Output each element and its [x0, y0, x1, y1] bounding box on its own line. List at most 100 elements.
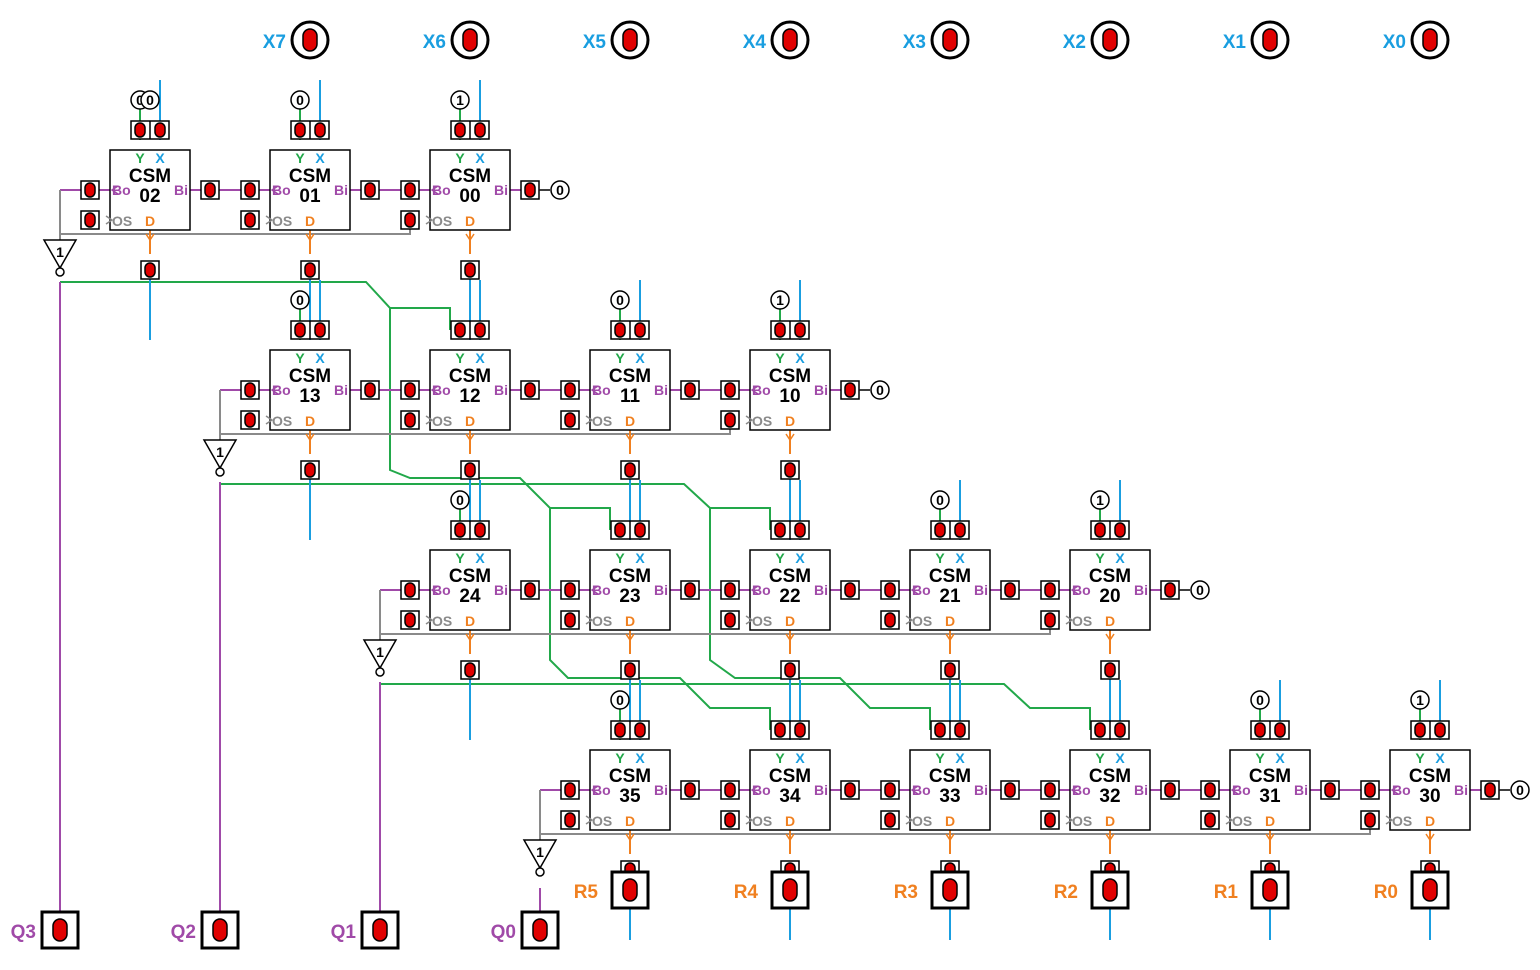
port-os-label: OS [432, 413, 452, 429]
constant-circle [1250, 690, 1270, 710]
port-os-label: OS [752, 813, 772, 829]
port-d-label: D [945, 613, 955, 629]
csm-index: 00 [459, 186, 480, 207]
port-os-label: OS [272, 413, 292, 429]
led-indicator [564, 612, 576, 628]
port-d-label: D [1105, 613, 1115, 629]
led-indicator [464, 262, 476, 278]
led-indicator [1434, 722, 1446, 738]
arrow-icon [145, 233, 155, 242]
led-indicator [244, 212, 256, 228]
csm-cell [1069, 549, 1151, 631]
port-d-label: D [305, 413, 315, 429]
port-bo-label: Bo [592, 382, 611, 398]
csm-title: CSM [769, 366, 811, 387]
arrow-icon [785, 633, 795, 642]
port-bo-label: Bo [112, 182, 131, 198]
arrow-icon [590, 785, 599, 795]
csm-title: CSM [1089, 766, 1131, 787]
arrow-icon [625, 833, 635, 842]
led-indicator [154, 122, 166, 138]
wire [380, 683, 1091, 730]
led-indicator [564, 412, 576, 428]
led-indicator [634, 322, 646, 338]
led-indicator [624, 462, 636, 478]
led-indicator [1044, 582, 1056, 598]
led-indicator [774, 522, 786, 538]
port-x-label: X [795, 750, 805, 766]
led-indicator [462, 28, 478, 52]
arrow-icon [465, 633, 475, 642]
port-d-label: D [1265, 813, 1275, 829]
led-indicator [532, 918, 548, 942]
port-x-label: X [475, 150, 485, 166]
input-label: X2 [1063, 32, 1086, 53]
output-pin [930, 870, 970, 910]
constant-value: 0 [136, 92, 144, 108]
wire [549, 508, 771, 730]
wire [709, 508, 931, 730]
port-os-label: OS [272, 213, 292, 229]
led-indicator [1094, 522, 1106, 538]
csm-index: 31 [1259, 786, 1281, 807]
csm-cell [429, 149, 511, 231]
led-indicator [1274, 722, 1286, 738]
arrow-icon [425, 215, 434, 225]
port-bi-label: Bi [494, 182, 508, 198]
led-indicator [782, 28, 798, 52]
remainder-label: R0 [1374, 882, 1398, 903]
led-indicator [724, 612, 736, 628]
csm-title: CSM [609, 366, 651, 387]
arrow-icon [425, 615, 434, 625]
input-label: X4 [743, 32, 767, 53]
wire [389, 308, 611, 530]
constant-value: 0 [936, 492, 944, 508]
led-indicator [794, 722, 806, 738]
csm-index: 11 [620, 386, 641, 407]
led-indicator [84, 182, 96, 198]
led-indicator [564, 582, 576, 598]
led-indicator [614, 322, 626, 338]
arrow-icon [1070, 585, 1079, 595]
led-indicator [454, 322, 466, 338]
constant-circle [870, 380, 890, 400]
constant-circle [770, 290, 790, 310]
port-os-label: OS [912, 613, 932, 629]
led-indicator [634, 522, 646, 538]
inverter-bubble [55, 267, 65, 277]
port-d-label: D [1425, 813, 1435, 829]
port-x-label: X [635, 350, 645, 366]
arrow-icon [585, 615, 594, 625]
arrow-icon [1425, 833, 1435, 842]
led-indicator [212, 918, 228, 942]
port-bi-label: Bi [654, 382, 668, 398]
csm-index: 32 [1099, 786, 1120, 807]
led-indicator [1204, 812, 1216, 828]
port-bi-label: Bi [814, 782, 828, 798]
led-indicator [944, 662, 956, 678]
port-bi-label: Bi [814, 382, 828, 398]
led-indicator [954, 522, 966, 538]
led-indicator [684, 382, 696, 398]
wire [60, 281, 451, 330]
arrow-icon [1265, 833, 1275, 842]
port-x-label: X [1435, 750, 1445, 766]
csm-index: 33 [939, 786, 960, 807]
led-indicator [314, 122, 326, 138]
led-indicator [474, 522, 486, 538]
led-indicator [1004, 582, 1016, 598]
csm-index: 30 [1419, 786, 1440, 807]
port-os-label: OS [912, 813, 932, 829]
led-indicator [1262, 28, 1278, 52]
port-bo-label: Bo [752, 782, 771, 798]
port-bi-label: Bi [334, 382, 348, 398]
port-d-label: D [785, 613, 795, 629]
port-y-label: Y [775, 550, 785, 566]
quotient-label: Q2 [171, 922, 196, 943]
arrow-icon [625, 433, 635, 442]
port-y-label: Y [455, 150, 465, 166]
csm-title: CSM [1089, 566, 1131, 587]
led-indicator [622, 28, 638, 52]
port-y-label: Y [615, 350, 625, 366]
csm-cell [589, 549, 671, 631]
